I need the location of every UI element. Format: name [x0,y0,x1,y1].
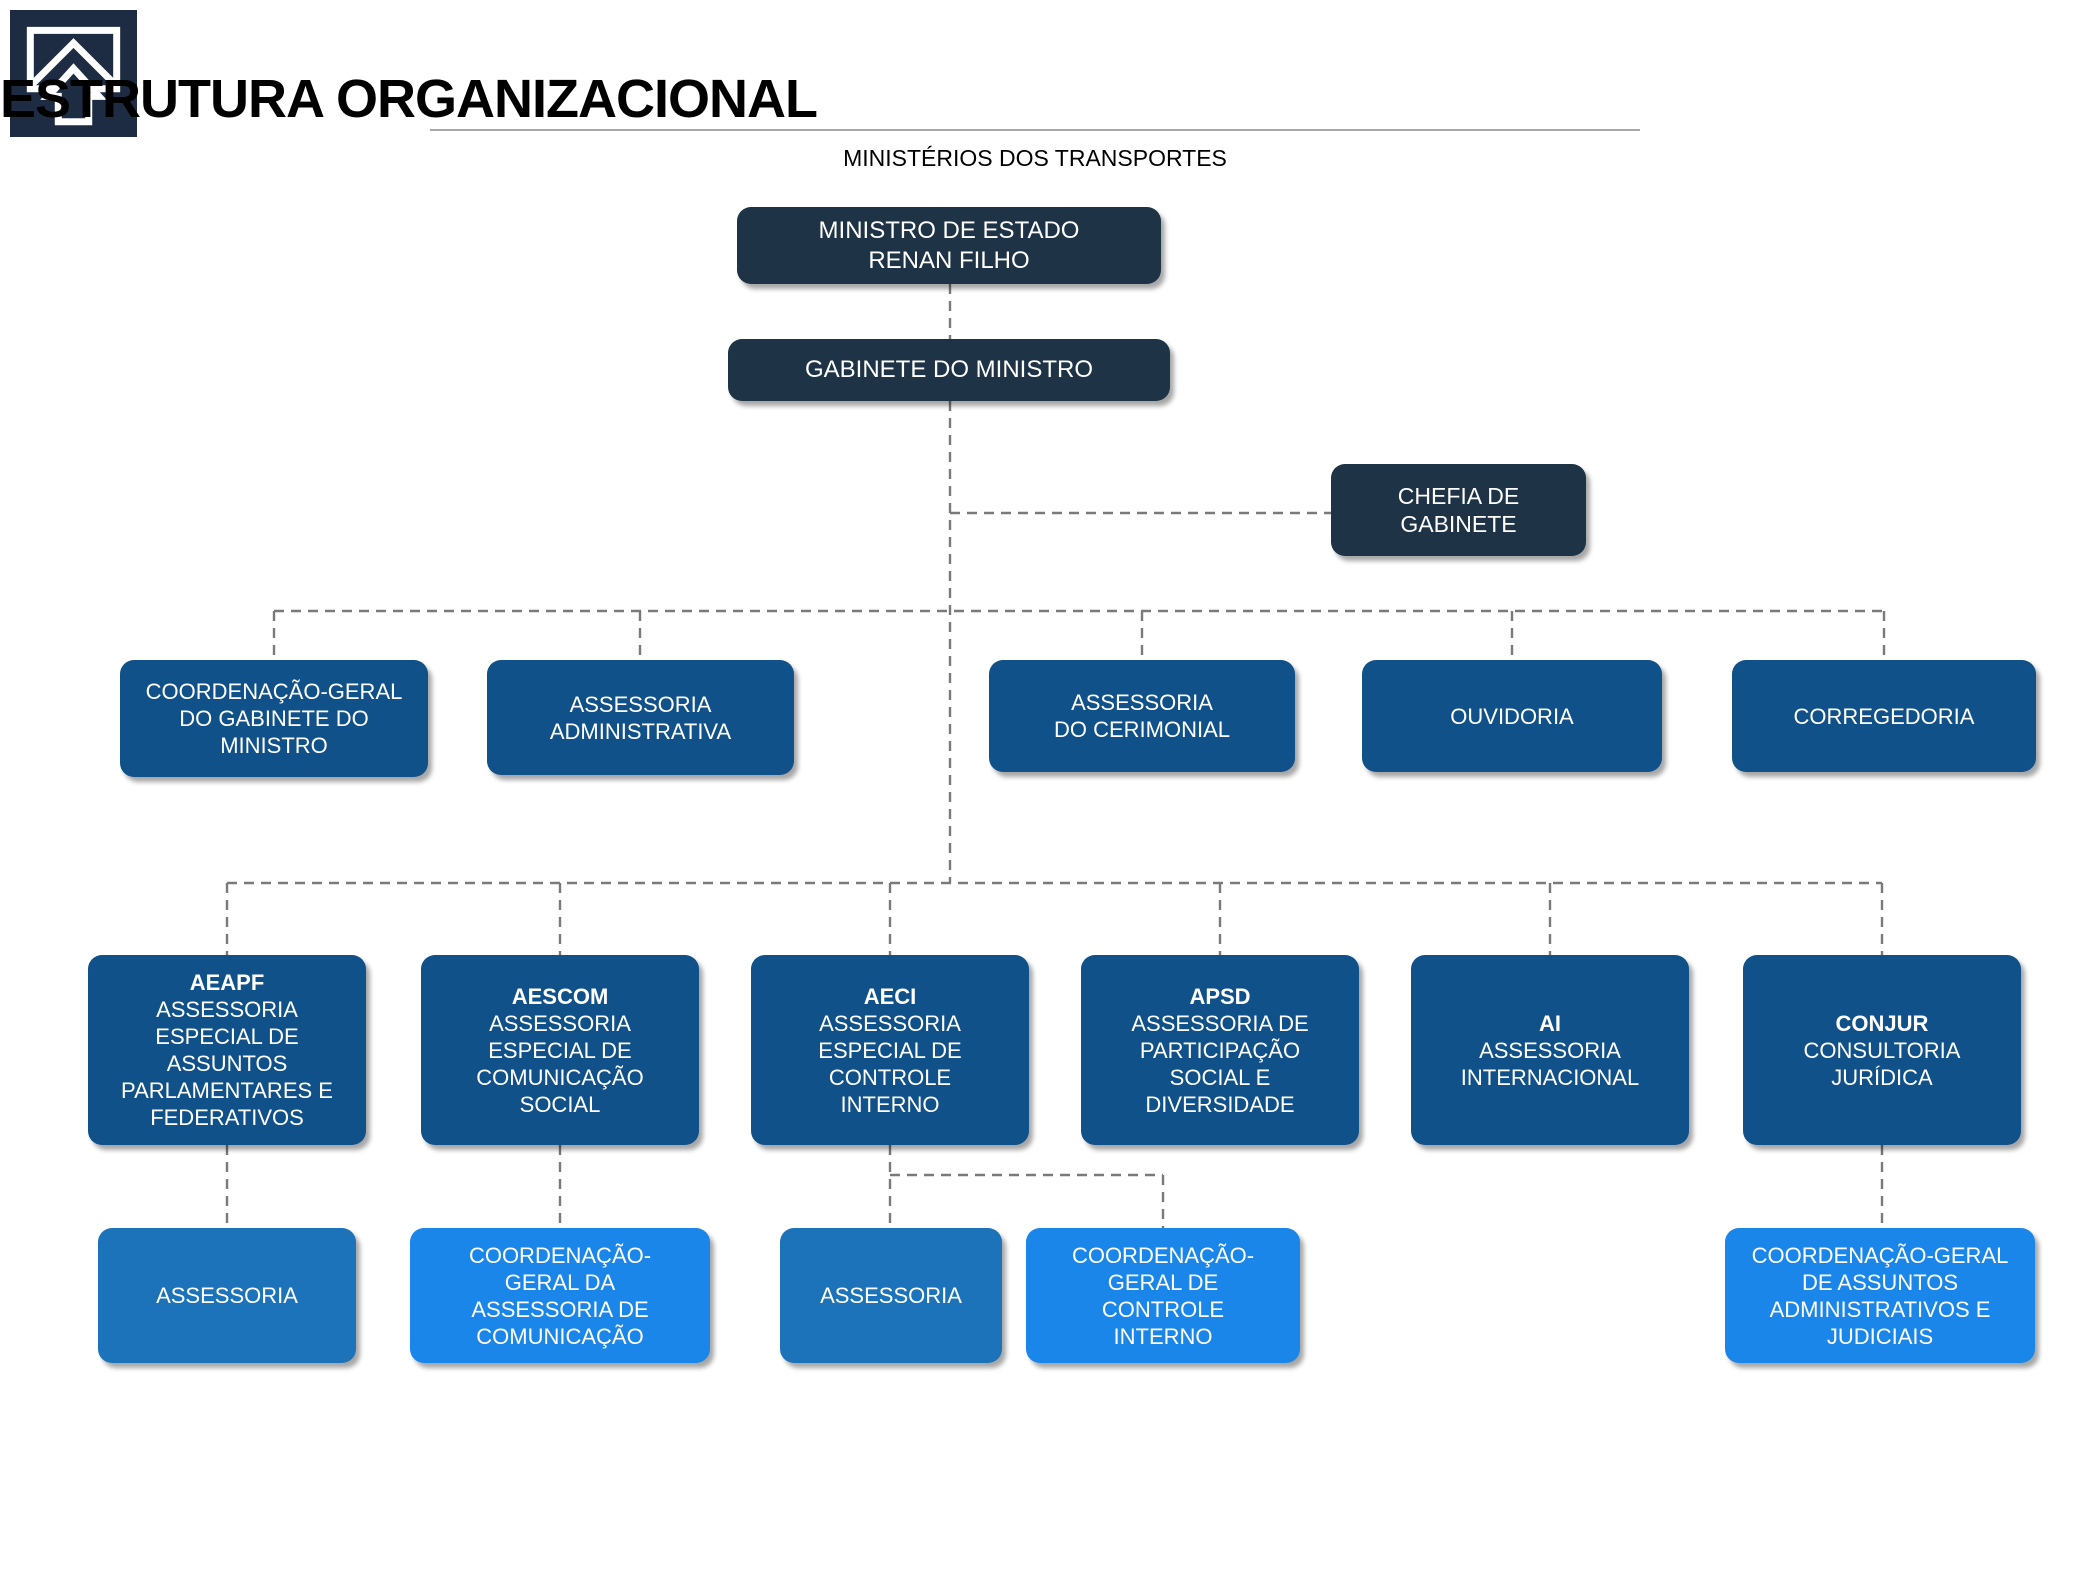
org-node-assessoria-aeapf: ASSESSORIA [98,1228,356,1363]
node-acronym: AEAPF [189,970,265,995]
chefia-label: CHEFIA DE GABINETE [1397,483,1520,537]
org-node-coordenacao-gabinete: COORDENAÇÃO-GERAL DO GABINETE DO MINISTR… [120,660,428,777]
org-node-apsd: APSD ASSESSORIA DE PARTICIPAÇÃO SOCIAL E… [1081,955,1359,1145]
title-divider [430,129,1640,131]
node-label: COORDENAÇÃO-GERAL DE ASSUNTOS ADMINISTRA… [1751,1242,2009,1349]
node-label: COORDENAÇÃO- GERAL DE CONTROLE INTERNO [1071,1242,1255,1349]
org-node-ai: AI ASSESSORIA INTERNACIONAL [1411,955,1689,1145]
node-label: OUVIDORIA [1450,703,1574,729]
org-node-aeci: AECI ASSESSORIA ESPECIAL DE CONTROLE INT… [751,955,1029,1145]
node-label: ASSESSORIA [156,1283,298,1308]
org-node-assessoria-cerimonial: ASSESSORIA DO CERIMONIAL [989,660,1295,772]
node-label: COORDENAÇÃO- GERAL DA ASSESSORIA DE COMU… [468,1242,652,1349]
org-node-ministro: MINISTRO DE ESTADO RENAN FILHO [737,207,1161,284]
org-node-assessoria-aeci: ASSESSORIA [780,1228,1002,1363]
node-acronym: CONJUR [1835,1010,1929,1036]
org-node-gabinete: GABINETE DO MINISTRO [728,339,1170,401]
node-acronym: AECI [863,983,917,1009]
node-label: CORREGEDORIA [1793,703,1975,729]
node-label: ASSESSORIA [820,1283,962,1308]
org-node-cg-assessoria-comunicacao: COORDENAÇÃO- GERAL DA ASSESSORIA DE COMU… [410,1228,710,1363]
org-node-aeapf: AEAPF ASSESSORIA ESPECIAL DE ASSUNTOS PA… [88,955,366,1145]
node-acronym: AI [1539,1010,1561,1036]
page-title: ESTRUTURA ORGANIZACIONAL [0,69,818,129]
up-arrow-house-icon [26,26,121,126]
node-label: ASSESSORIA ADMINISTRATIVA [549,691,732,744]
node-label: ASSESSORIA ESPECIAL DE COMUNICAÇÃO SOCIA… [476,1010,644,1117]
node-label: CONSULTORIA JURÍDICA [1803,1037,1961,1090]
node-label: ASSESSORIA DE PARTICIPAÇÃO SOCIAL E DIVE… [1131,1010,1309,1117]
org-node-conjur: CONJUR CONSULTORIA JURÍDICA [1743,955,2021,1145]
node-label: ASSESSORIA DO CERIMONIAL [1053,690,1231,742]
org-node-cg-controle-interno: COORDENAÇÃO- GERAL DE CONTROLE INTERNO [1026,1228,1300,1363]
org-node-aescom: AESCOM ASSESSORIA ESPECIAL DE COMUNICAÇÃ… [421,955,699,1145]
node-acronym: AESCOM [511,983,609,1009]
node-label: ASSESSORIA ESPECIAL DE CONTROLE INTERNO [818,1010,962,1117]
ministro-name: RENAN FILHO [868,246,1030,274]
org-node-corregedoria: CORREGEDORIA [1732,660,2036,772]
gabinete-label: GABINETE DO MINISTRO [804,356,1094,383]
node-label: ASSESSORIA ESPECIAL DE ASSUNTOS PARLAMEN… [121,997,333,1130]
org-node-assessoria-administrativa: ASSESSORIA ADMINISTRATIVA [487,660,794,775]
org-node-chefia-de-gabinete: CHEFIA DE GABINETE [1331,464,1586,556]
node-label: ASSESSORIA INTERNACIONAL [1460,1037,1640,1090]
ministry-logo [10,10,137,137]
org-node-cg-assuntos-administrativos: COORDENAÇÃO-GERAL DE ASSUNTOS ADMINISTRA… [1725,1228,2035,1363]
node-label: COORDENAÇÃO-GERAL DO GABINETE DO MINISTR… [145,679,403,758]
page-subtitle: MINISTÉRIOS DOS TRANSPORTES [843,145,1227,171]
org-node-ouvidoria: OUVIDORIA [1362,660,1662,772]
node-acronym: APSD [1189,983,1251,1009]
ministro-title: MINISTRO DE ESTADO [818,216,1080,244]
